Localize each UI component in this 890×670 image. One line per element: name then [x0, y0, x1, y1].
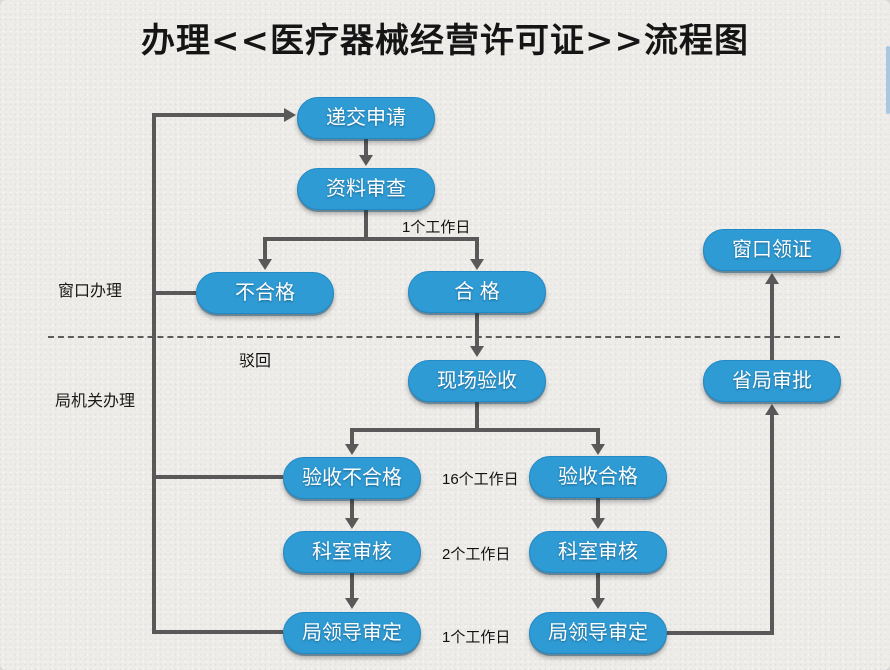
feedback-trunk-line — [152, 113, 156, 634]
passed-to-dept-line — [596, 498, 600, 519]
dept-to-leader-left-line — [350, 573, 354, 599]
edge-accent-strip — [886, 46, 890, 114]
arrowhead-onsite — [470, 346, 484, 357]
branch-to-qualified-line — [475, 237, 479, 260]
node-acceptance-passed: 验收合格 — [529, 456, 667, 498]
branch-to-unqualified-line — [263, 237, 267, 260]
qualified-to-onsite-line — [475, 313, 479, 347]
leader-left-feedback-line — [154, 630, 283, 634]
node-qualified: 合 格 — [408, 271, 546, 313]
node-submit-application: 递交申请 — [297, 97, 435, 139]
node-dept-review-left: 科室审核 — [283, 531, 421, 573]
node-unqualified: 不合格 — [196, 272, 334, 314]
failed-to-dept-line — [350, 499, 354, 519]
page-title: 办理<<医疗器械经营许可证>>流程图 — [141, 21, 749, 61]
node-provincial-approval: 省局审批 — [703, 360, 841, 402]
days-acceptance-label: 16个工作日 — [442, 471, 519, 488]
arrowhead-dept-right — [591, 518, 605, 529]
review-branch-stem — [364, 210, 368, 239]
arrowhead-acceptance-failed — [345, 444, 359, 455]
provincial-to-certificate-line — [770, 284, 774, 360]
acceptance-failed-feedback-line — [154, 475, 283, 479]
unqualified-feedback-line — [154, 291, 196, 295]
node-window-certificate: 窗口领证 — [703, 229, 841, 271]
arrowhead-leader-right — [591, 598, 605, 609]
feedback-top-line — [152, 113, 284, 117]
reject-label: 驳回 — [239, 353, 272, 370]
submit-to-review-line — [364, 139, 368, 156]
days-dept-label: 2个工作日 — [442, 546, 511, 563]
arrowhead-certificate — [765, 273, 779, 284]
arrowhead-provincial — [765, 404, 779, 415]
dept-to-leader-right-line — [596, 573, 600, 599]
node-dept-review-right: 科室审核 — [529, 531, 667, 573]
node-leader-approval-left: 局领导审定 — [283, 612, 421, 654]
node-onsite-acceptance: 现场验收 — [408, 360, 546, 402]
arrowhead-unqualified — [258, 259, 272, 270]
arrowhead-leader-left — [345, 598, 359, 609]
onsite-branch-stem — [475, 402, 479, 432]
node-acceptance-failed: 验收不合格 — [283, 457, 421, 499]
onsite-branch-line — [350, 428, 600, 432]
leader-to-provincial-hline — [667, 631, 774, 635]
days-leader-label: 1个工作日 — [442, 629, 511, 646]
lane-label-window: 窗口办理 — [58, 283, 123, 300]
arrowhead-acceptance-passed — [591, 444, 605, 455]
review-branch-line — [263, 237, 479, 241]
node-material-review: 资料审查 — [297, 168, 435, 210]
branch-to-failed-line — [350, 428, 354, 445]
arrowhead-dept-left — [345, 518, 359, 529]
lane-label-bureau: 局机关办理 — [55, 393, 136, 410]
node-leader-approval-right: 局领导审定 — [529, 612, 667, 654]
days-review-label: 1个工作日 — [402, 219, 471, 236]
lane-separator-dashed-line — [48, 336, 840, 338]
arrowhead-into-submit — [284, 108, 296, 122]
branch-to-passed-line — [596, 428, 600, 445]
arrowhead-review — [359, 155, 373, 166]
arrowhead-qualified — [470, 259, 484, 270]
leader-to-provincial-vline — [770, 414, 774, 635]
